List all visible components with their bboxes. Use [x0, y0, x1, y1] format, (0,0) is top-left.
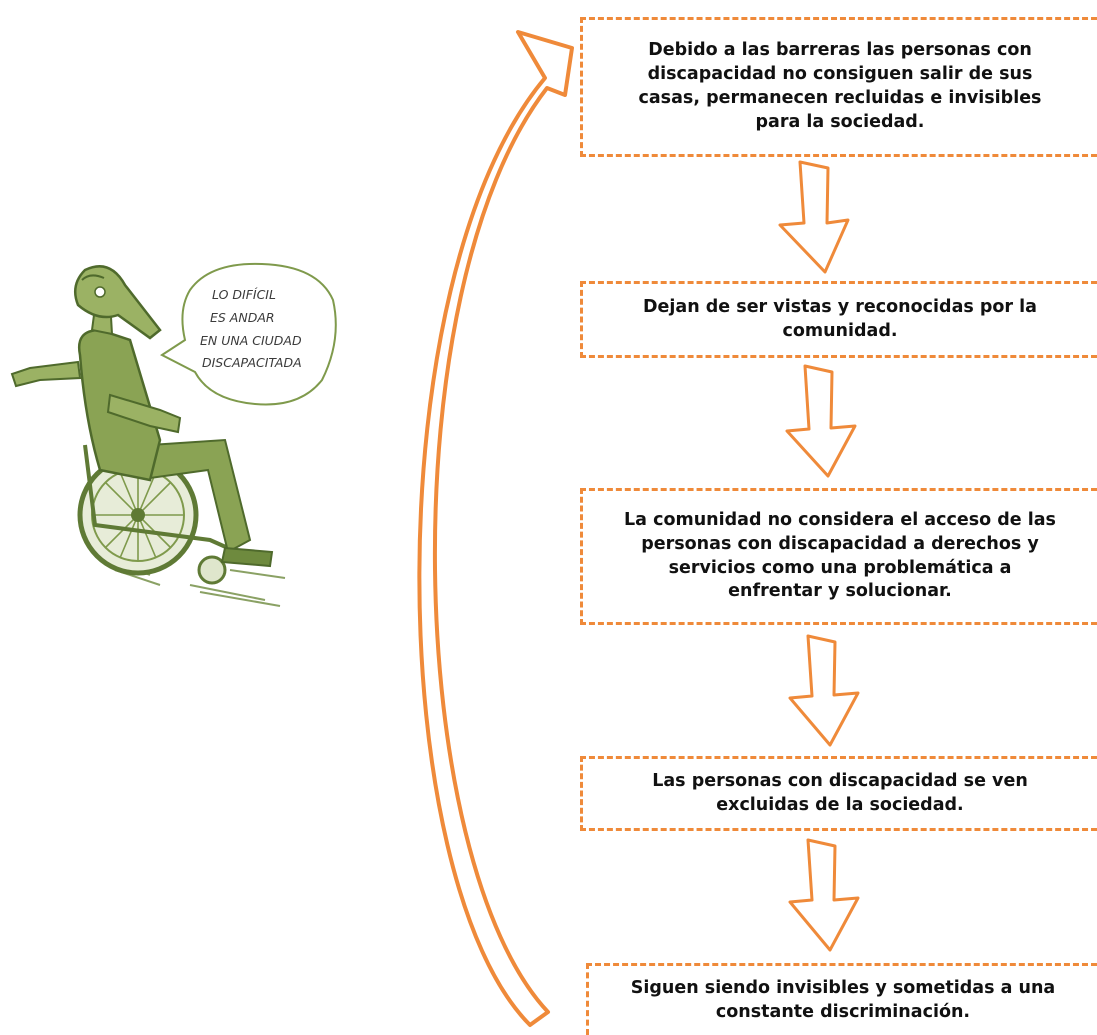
- svg-text:DISCAPACITADA: DISCAPACITADA: [202, 355, 302, 370]
- cycle-arrow: [417, 30, 574, 1027]
- down-arrow: [778, 160, 850, 274]
- step-box-1: Debido a las barreras las personas con d…: [580, 17, 1097, 157]
- speech-bubble: [160, 262, 337, 406]
- speech-text: LO DIFÍCIL ES ANDAR EN UNA CIUDAD DISCAP…: [200, 287, 302, 370]
- step-box-2: Dejan de ser vistas y reconocidas por la…: [580, 281, 1097, 358]
- step-text: La comunidad no considera el acceso de l…: [624, 509, 1056, 602]
- down-arrow: [785, 364, 857, 478]
- step-box-3: La comunidad no considera el acceso de l…: [580, 488, 1097, 625]
- svg-text:LO DIFÍCIL: LO DIFÍCIL: [212, 287, 276, 302]
- wheelchair-user-illustration: [10, 262, 337, 607]
- down-arrow: [788, 838, 860, 952]
- step-box-5: Siguen siendo invisibles y sometidas a u…: [586, 963, 1097, 1035]
- svg-text:ES ANDAR: ES ANDAR: [210, 310, 275, 325]
- step-text: Dejan de ser vistas y reconocidas por la…: [643, 296, 1037, 341]
- step-text: Las personas con discapacidad se ven exc…: [652, 770, 1028, 815]
- step-text: Debido a las barreras las personas con d…: [638, 40, 1042, 132]
- svg-text:EN UNA CIUDAD: EN UNA CIUDAD: [200, 333, 302, 348]
- down-arrow: [788, 634, 860, 747]
- step-text: Siguen siendo invisibles y sometidas a u…: [630, 977, 1056, 1022]
- step-box-4: Las personas con discapacidad se ven exc…: [580, 756, 1097, 831]
